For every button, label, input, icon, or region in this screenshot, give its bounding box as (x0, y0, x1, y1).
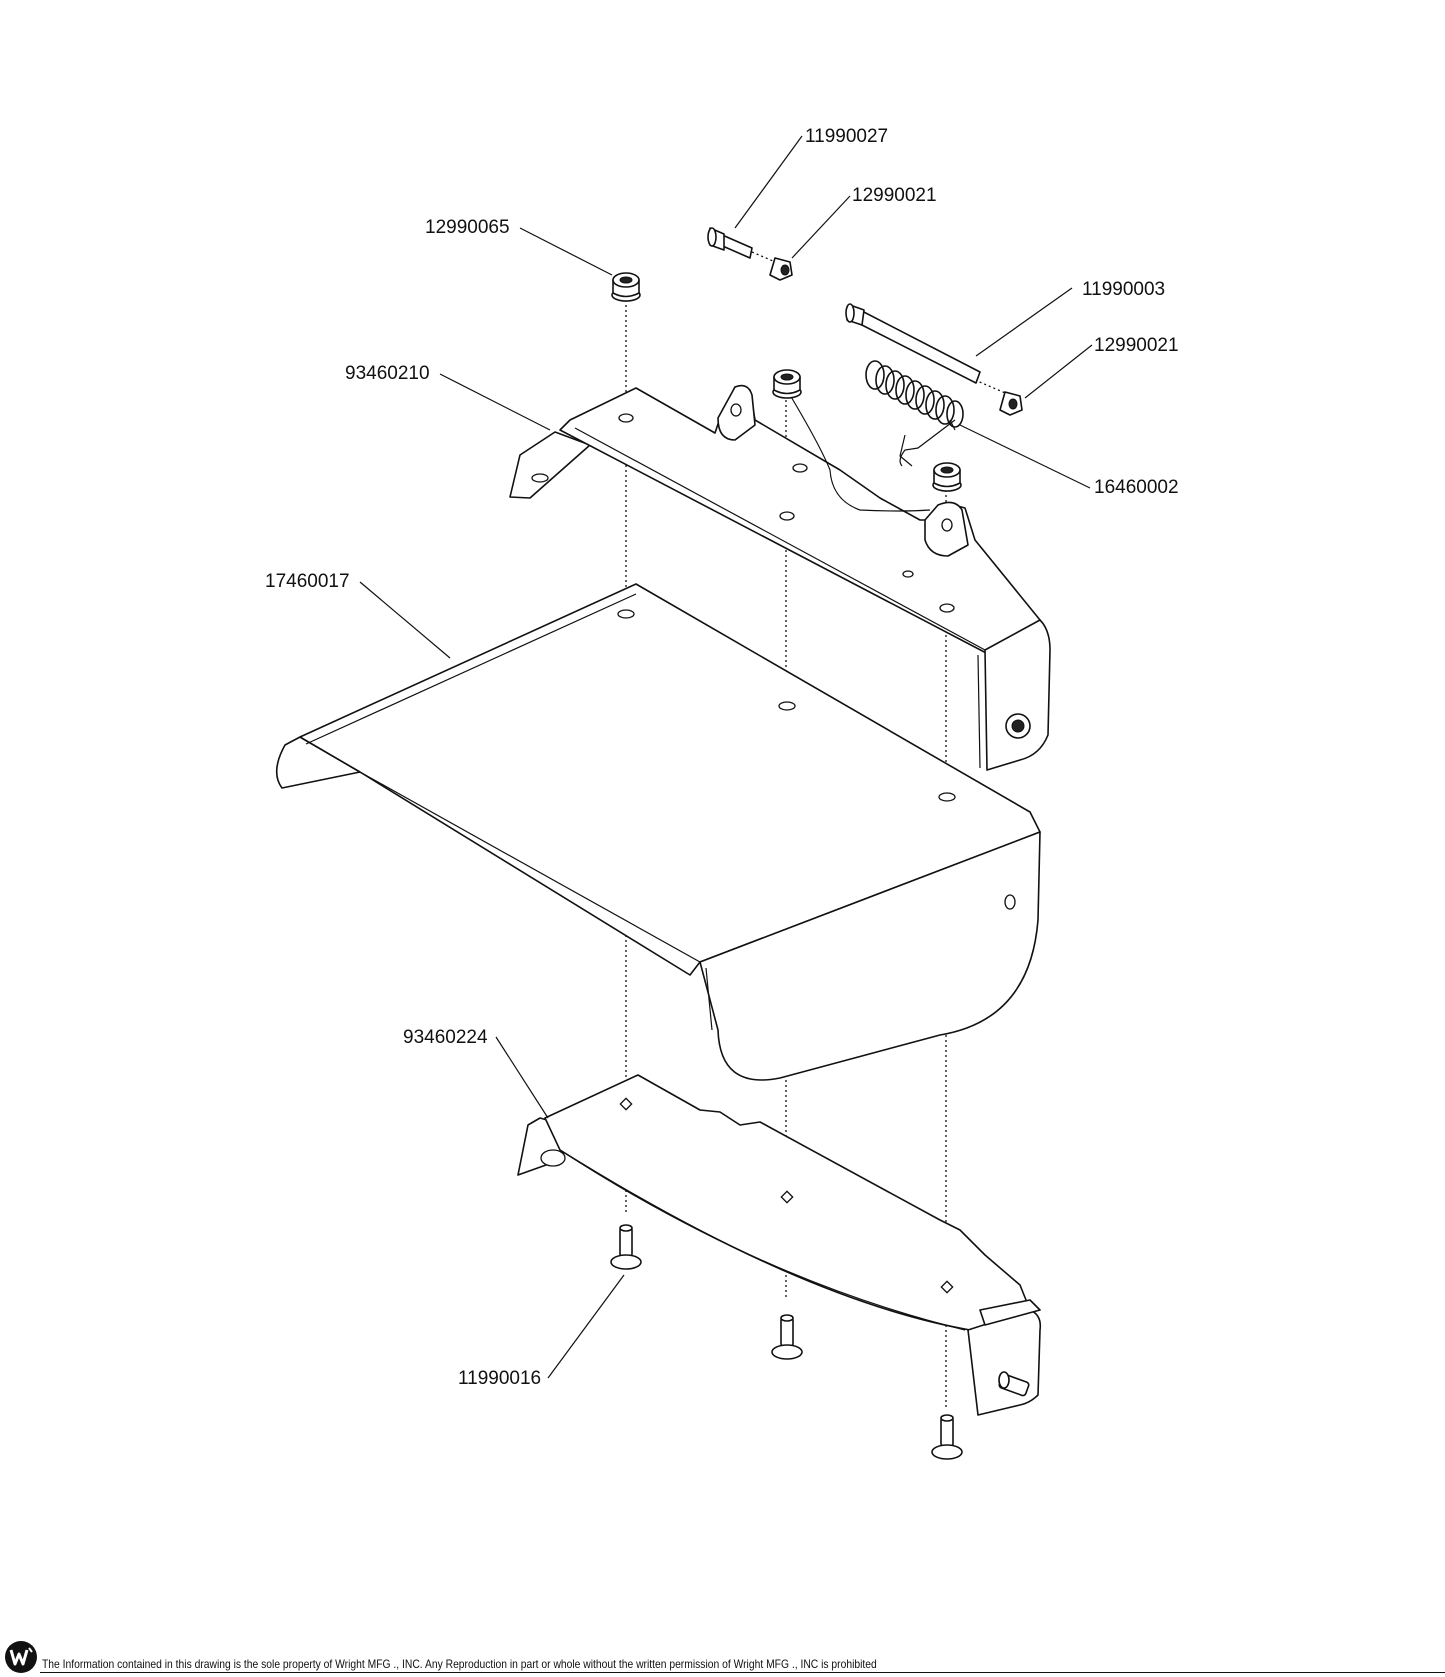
carriage-bolt-11990016-left (610, 1224, 642, 1270)
label-flange-nut-left: 12990065 (425, 217, 510, 238)
flange-nut-center (772, 369, 802, 399)
footer-rule (40, 1672, 1445, 1673)
label-bracket-bottom: 93460224 (403, 1027, 488, 1048)
label-bolt-top: 11990027 (805, 126, 888, 147)
leader-lines (359, 135, 1093, 1379)
bolt-11990003 (845, 303, 981, 384)
wright-logo-icon (5, 1641, 37, 1673)
label-carriage-bolt: 11990016 (458, 1368, 541, 1389)
nut-12990021-top (769, 257, 793, 281)
footer-notice: The Information contained in this drawin… (42, 1657, 877, 1671)
nut-12990021-right (999, 391, 1023, 416)
carriage-bolt-center (771, 1314, 803, 1360)
carriage-bolt-right (931, 1414, 963, 1460)
bolt-11990027 (707, 227, 753, 259)
label-nut-right: 12990021 (1094, 335, 1179, 356)
deck-plate-17460017 (275, 583, 1041, 1081)
label-deck-plate: 17460017 (265, 571, 350, 592)
part-labels: 11990027 12990021 12990065 11990003 1299… (265, 126, 1179, 1389)
label-long-bolt: 11990003 (1082, 279, 1165, 300)
bracket-93460210 (509, 384, 1051, 771)
spring-16460002 (865, 360, 964, 467)
label-bracket-top: 93460210 (345, 363, 430, 384)
bracket-93460224 (517, 1074, 1042, 1416)
label-nut-top: 12990021 (852, 185, 937, 206)
flange-nut-right (932, 462, 962, 492)
flange-nut-12990065 (611, 272, 641, 302)
label-spring: 16460002 (1094, 477, 1179, 498)
